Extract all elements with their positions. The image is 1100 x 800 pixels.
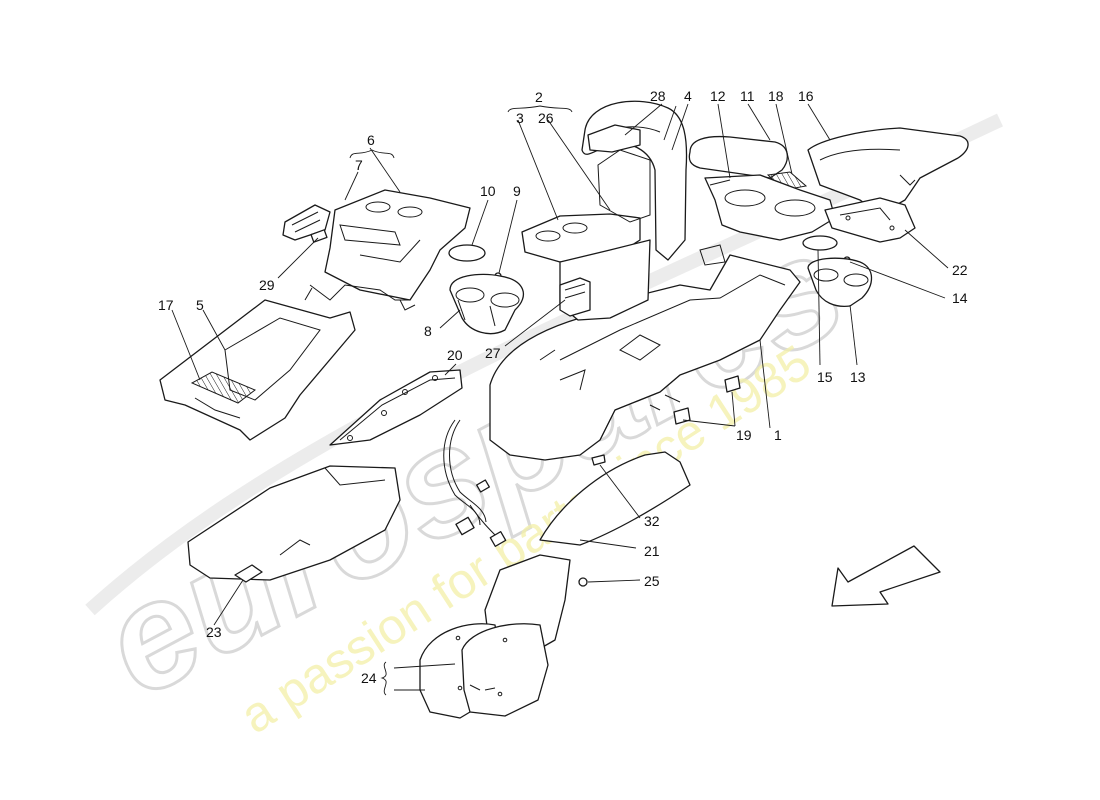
callout-15: 15	[817, 369, 833, 385]
part-25-clip	[578, 577, 588, 587]
part-17-trim-insert	[190, 371, 256, 404]
callout-7: 7	[355, 157, 363, 173]
callout-25: 25	[644, 573, 660, 589]
callout-23: 23	[206, 624, 222, 640]
callout-21: 21	[644, 543, 660, 559]
part-12-rear-cup-holder	[704, 174, 836, 241]
callout-20: 20	[447, 347, 463, 363]
callout-24: 24	[361, 670, 377, 686]
callout-8: 8	[424, 323, 432, 339]
callout-10: 10	[480, 183, 496, 199]
callout-22: 22	[952, 262, 968, 278]
part-5-gear-surround	[159, 299, 356, 441]
callout-9: 9	[513, 183, 521, 199]
part-28-hinge-cover	[587, 124, 641, 153]
callout-14: 14	[952, 290, 968, 306]
callout-6: 6	[367, 132, 375, 148]
callout-27: 27	[485, 345, 501, 361]
callouts: 2 3 26 28 4 12 11 18 16 6 7 10 9 29 17 5…	[158, 88, 968, 686]
callout-4: 4	[684, 88, 692, 104]
callout-19: 19	[736, 427, 752, 443]
part-21-carpet	[539, 451, 691, 546]
callout-2: 2	[535, 89, 543, 105]
part-13-rear-cup-holder	[807, 257, 873, 308]
part-23-lower-panel	[187, 465, 401, 583]
callout-1: 1	[774, 427, 782, 443]
part-11-rear-armrest	[688, 135, 788, 179]
direction-arrow-icon	[831, 545, 941, 607]
part-26-lid-liner	[597, 149, 651, 223]
part-10-cap	[448, 244, 486, 262]
callout-11: 11	[740, 88, 755, 104]
part-32-connector	[591, 454, 606, 466]
callout-3: 3	[516, 110, 524, 126]
part-7-switch-panel	[282, 204, 331, 243]
part-20-side-panel	[329, 369, 463, 446]
part-8-cup-holder	[449, 273, 525, 335]
callout-13: 13	[850, 369, 866, 385]
part-22-bracket	[824, 197, 916, 243]
part-16-rear-cover	[807, 127, 969, 215]
callout-28: 28	[650, 88, 666, 104]
callout-18: 18	[768, 88, 784, 104]
part-24-carpet-pieces	[419, 554, 571, 719]
leader-lines	[171, 103, 949, 696]
callout-29: 29	[259, 277, 275, 293]
callout-26: 26	[538, 110, 554, 126]
callout-32: 32	[644, 513, 660, 529]
wiring-harness	[443, 419, 507, 547]
watermark-swoosh	[85, 113, 1003, 616]
part-4-armrest-lid	[581, 100, 688, 261]
callout-12: 12	[710, 88, 726, 104]
part-1-center-console	[489, 244, 801, 461]
part-27-latch	[559, 239, 651, 321]
part-15-cap	[802, 235, 838, 251]
callout-16: 16	[798, 88, 814, 104]
callout-17: 17	[158, 297, 174, 313]
part-6-selector-bezel	[304, 189, 471, 311]
callout-5: 5	[196, 297, 204, 313]
